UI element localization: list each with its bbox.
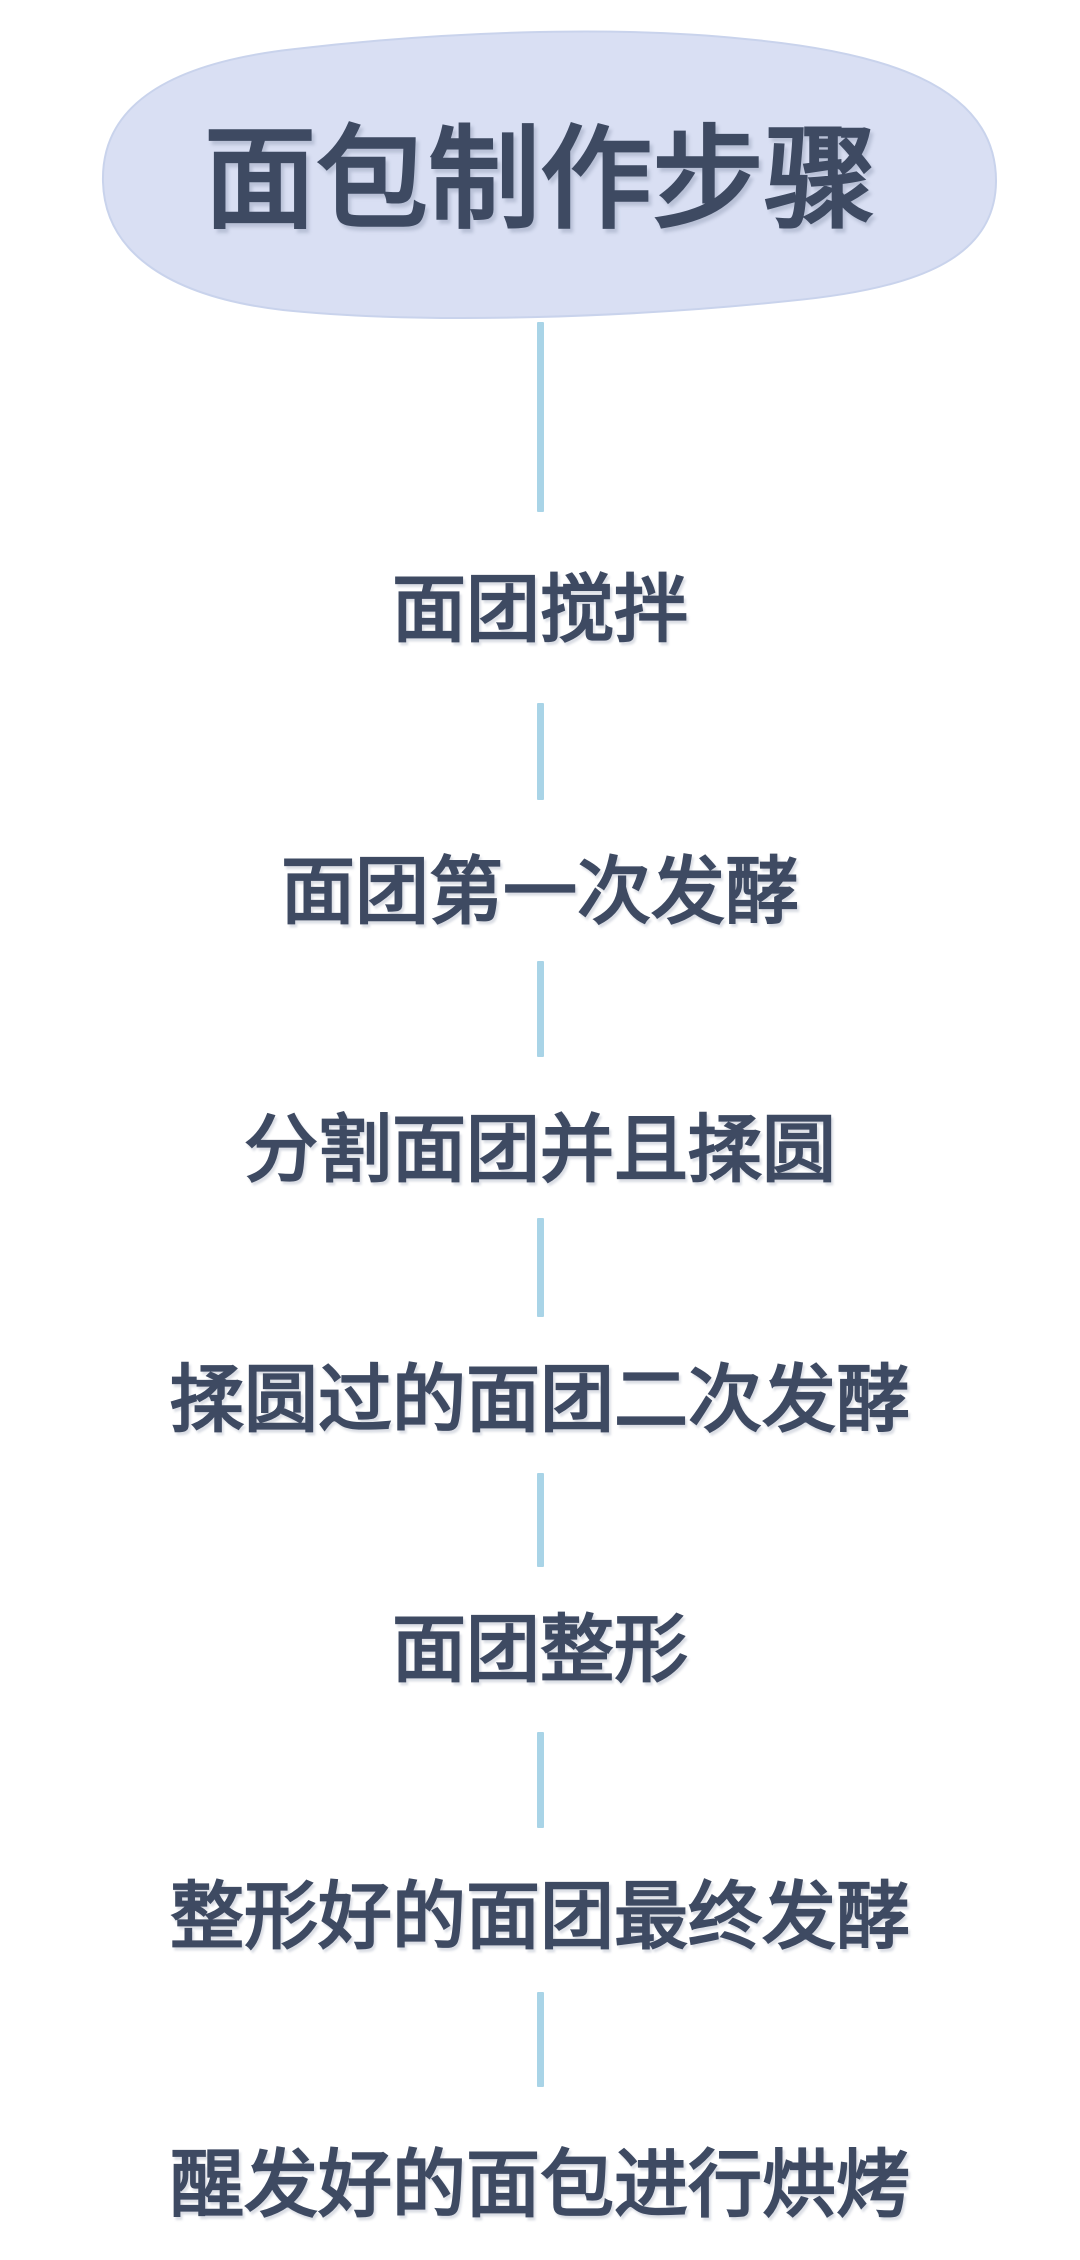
title-bubble-shape xyxy=(101,30,998,319)
title-bubble xyxy=(101,30,998,319)
step-label-5: 面团整形 xyxy=(392,1608,688,1691)
connector-line-5 xyxy=(537,1473,544,1567)
step-label-4: 揉圆过的面团二次发酵 xyxy=(170,1358,910,1441)
connector-line-6 xyxy=(537,1732,544,1828)
connector-line-3 xyxy=(537,961,544,1057)
connector-line-1 xyxy=(537,322,544,512)
step-label-7: 醒发好的面包进行烘烤 xyxy=(170,2143,910,2226)
flowchart-title: 面包制作步骤 xyxy=(204,117,876,242)
connector-line-2 xyxy=(537,703,544,800)
step-label-6: 整形好的面团最终发酵 xyxy=(170,1875,910,1958)
step-label-2: 面团第一次发酵 xyxy=(281,850,799,933)
connector-line-7 xyxy=(537,1992,544,2087)
step-label-1: 面团搅拌 xyxy=(392,568,688,651)
connector-line-4 xyxy=(537,1218,544,1317)
step-label-3: 分割面团并且揉圆 xyxy=(244,1108,836,1191)
